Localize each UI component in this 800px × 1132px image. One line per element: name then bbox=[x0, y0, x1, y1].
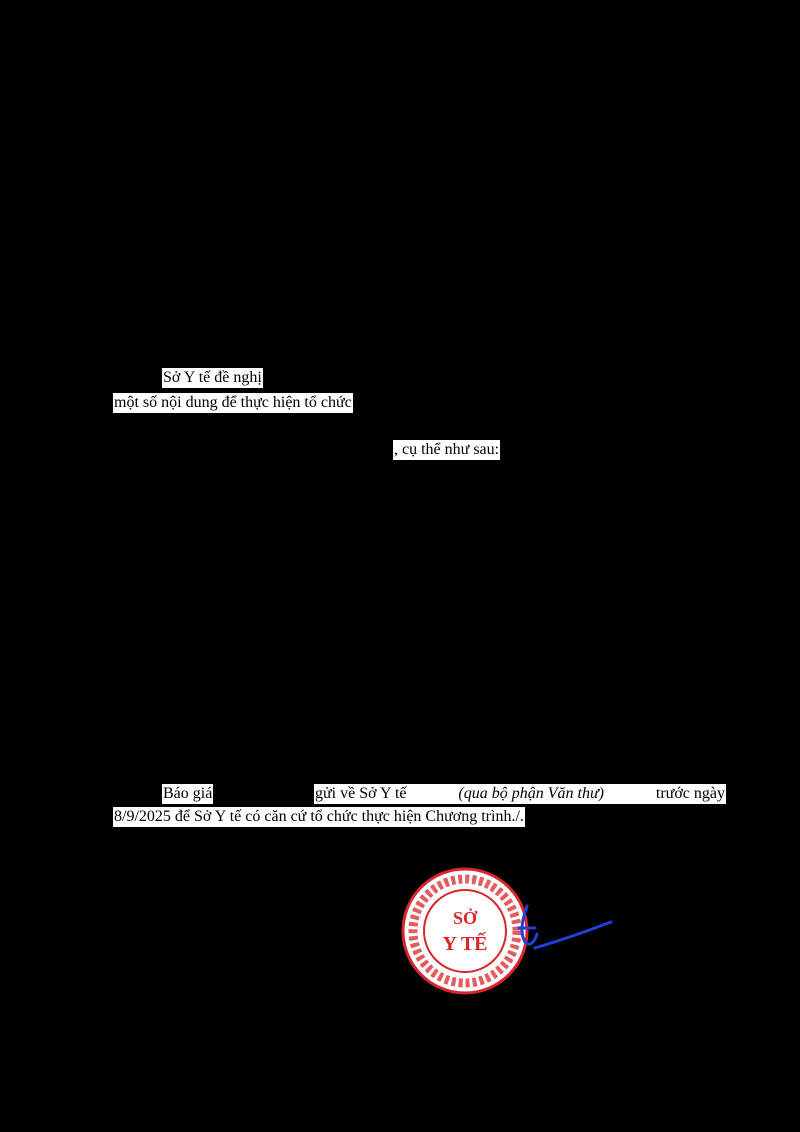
handwritten-signature bbox=[517, 904, 613, 950]
paragraph-1-line-1: Sở Y tế đề nghị bbox=[162, 368, 263, 388]
paragraph-1-line-2: một số nội dung để thực hiện tổ chức bbox=[113, 393, 353, 413]
paragraph-1-line-3: , cụ thể như sau: bbox=[393, 440, 501, 460]
paragraph-2-line-1-rest: gửi về Sở Y tế (qua bộ phận Văn thư) trư… bbox=[314, 784, 726, 804]
paragraph-2-line-1-start: Báo giá bbox=[162, 784, 214, 804]
official-stamp: SỞ Y TẾ bbox=[401, 867, 529, 995]
paragraph-2-line-2: 8/9/2025 để Sở Y tế có căn cứ tổ chức th… bbox=[113, 807, 525, 827]
paragraph-2-before-date: trước ngày bbox=[655, 785, 725, 802]
paragraph-2-via-clerk: (qua bộ phận Văn thư) bbox=[458, 785, 604, 802]
paragraph-2-send-to: gửi về Sở Y tế bbox=[315, 785, 407, 802]
stamp-center-line-2: Y TẾ bbox=[442, 931, 487, 955]
stamp-center-line-1: SỞ bbox=[453, 907, 478, 928]
